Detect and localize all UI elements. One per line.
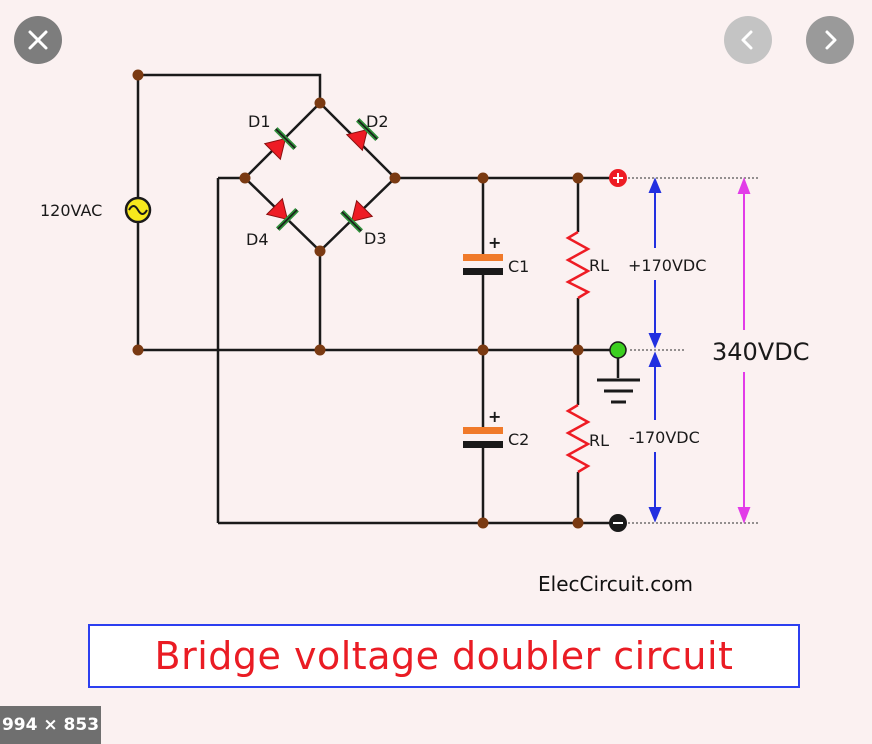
diodes	[263, 118, 379, 233]
diode-label-d2: D2	[366, 112, 389, 131]
close-icon	[28, 30, 48, 50]
junction-node	[132, 344, 144, 356]
cap-plus-c2: +	[488, 407, 501, 426]
chevron-left-icon	[741, 30, 753, 50]
diode-label-d4: D4	[246, 230, 269, 249]
diode-d4	[265, 197, 299, 231]
junction-node	[477, 517, 489, 529]
junction-node	[477, 172, 489, 184]
junction-node	[572, 344, 584, 356]
capacitor-c2	[463, 427, 503, 448]
lower-voltage-label: -170VDC	[629, 428, 700, 447]
diode-d3	[340, 199, 374, 233]
next-button[interactable]	[806, 16, 854, 64]
upper-voltage-label: +170VDC	[628, 256, 706, 275]
diode-d1	[263, 127, 297, 161]
diode-label-d1: D1	[248, 112, 271, 131]
terminal-ground	[609, 341, 627, 359]
resistor-label-upper: RL	[589, 256, 609, 275]
terminal-positive	[609, 169, 627, 187]
capacitor-c1	[463, 254, 503, 275]
wires	[136, 73, 620, 525]
terminal-negative	[609, 514, 627, 532]
ground-symbol	[597, 378, 640, 404]
caption-box: Bridge voltage doubler circuit	[88, 624, 800, 688]
junction-nodes	[132, 69, 584, 529]
junction-node	[314, 344, 326, 356]
total-voltage-arrow	[737, 177, 751, 524]
junction-node	[477, 344, 489, 356]
junction-node	[132, 69, 144, 81]
total-voltage-label: 340VDC	[712, 338, 809, 366]
junction-node	[239, 172, 251, 184]
diode-d2	[345, 118, 379, 152]
half-voltage-arrows	[648, 177, 662, 523]
junction-node	[314, 97, 326, 109]
cap-plus-c1: +	[488, 233, 501, 252]
junction-node	[572, 517, 584, 529]
caption-text: Bridge voltage doubler circuit	[154, 634, 734, 678]
previous-button[interactable]	[724, 16, 772, 64]
junction-node	[314, 245, 326, 257]
chevron-right-icon	[825, 30, 837, 50]
ac-source	[124, 196, 152, 224]
cap-label-c2: C2	[508, 430, 529, 449]
image-dimensions-badge: 994 × 853	[0, 706, 101, 744]
resistor-upper	[565, 230, 591, 300]
resistor-lower	[565, 403, 591, 474]
site-credit: ElecCircuit.com	[538, 572, 693, 596]
source-label: 120VAC	[40, 201, 102, 220]
cap-label-c1: C1	[508, 257, 529, 276]
junction-node	[389, 172, 401, 184]
diode-label-d3: D3	[364, 229, 387, 248]
resistor-label-lower: RL	[589, 431, 609, 450]
close-button[interactable]	[14, 16, 62, 64]
junction-node	[572, 172, 584, 184]
measure-lines	[628, 177, 760, 524]
